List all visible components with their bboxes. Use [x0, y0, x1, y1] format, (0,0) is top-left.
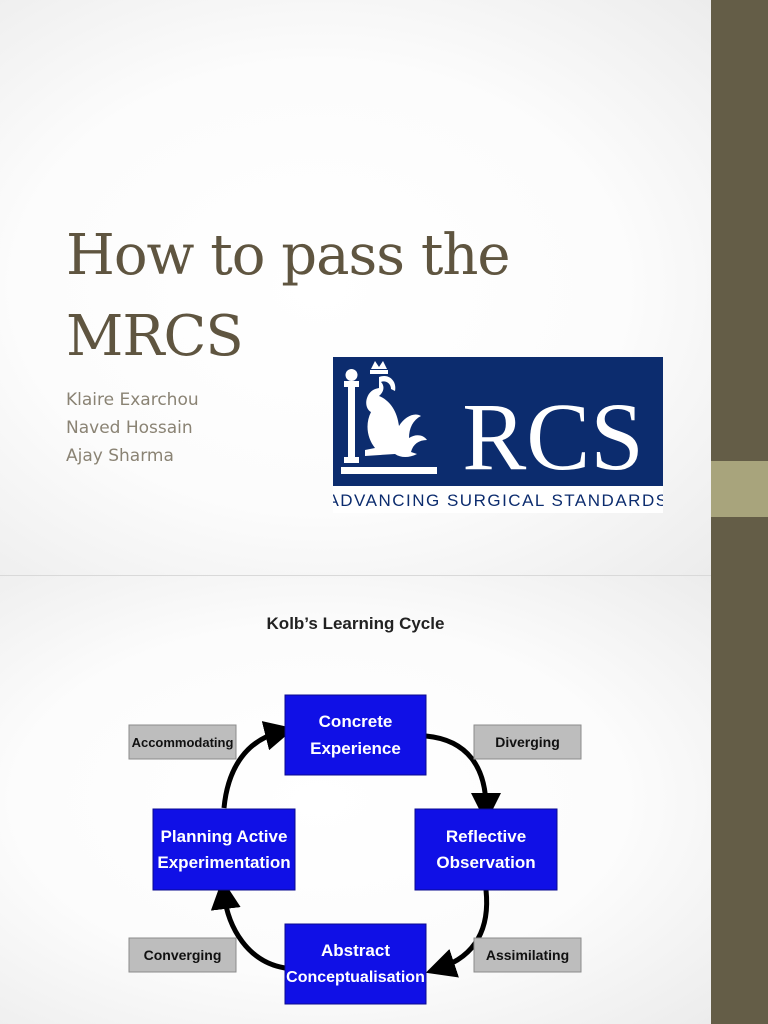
rcs-logo: RCS ADVANCING SURGICAL STANDARDS [333, 357, 663, 513]
title-slide: How to pass the MRCS Klaire Exarchou Nav… [0, 0, 711, 575]
style-assimilating: Assimilating [473, 937, 582, 973]
svg-text:Observation: Observation [436, 853, 535, 872]
stage-concrete-experience: Concrete Experience [284, 694, 427, 776]
kolb-cycle-diagram: Concrete Experience Reflective Observati… [128, 694, 582, 1005]
stage-planning-active-experimentation: Planning Active Experimentation [152, 808, 296, 891]
svg-text:Accommodating: Accommodating [132, 735, 234, 750]
svg-text:Diverging: Diverging [495, 734, 560, 750]
svg-text:Concrete: Concrete [319, 712, 393, 731]
cycle-arrow [221, 721, 295, 809]
author-name: Naved Hossain [66, 418, 193, 438]
style-accommodating: Accommodating [128, 724, 237, 760]
svg-text:Converging: Converging [144, 947, 222, 963]
svg-text:Experience: Experience [310, 739, 401, 758]
svg-text:Conceptualisation: Conceptualisation [286, 969, 425, 986]
slide-divider [0, 575, 711, 576]
slide-title: How to pass the MRCS [66, 223, 511, 369]
theme-sidebar-accent [711, 461, 768, 517]
kolb-slide: Kolb’s Learning Cycle Concrete Experienc… [0, 576, 711, 1024]
svg-text:Assimilating: Assimilating [486, 947, 569, 963]
author-name: Klaire Exarchou [66, 390, 199, 410]
svg-text:Abstract: Abstract [321, 941, 390, 960]
author-name: Ajay Sharma [66, 446, 174, 466]
eagle-crest-icon [341, 361, 437, 474]
svg-text:Experimentation: Experimentation [157, 853, 290, 872]
diagram-title: Kolb’s Learning Cycle [266, 614, 445, 633]
author-list: Klaire Exarchou Naved Hossain Ajay Sharm… [66, 386, 199, 470]
stage-reflective-observation: Reflective Observation [414, 808, 558, 891]
stage-abstract-conceptualisation: Abstract Conceptualisation [284, 923, 427, 1005]
logo-tagline: ADVANCING SURGICAL STANDARDS [333, 491, 663, 510]
cycle-arrow [210, 879, 286, 971]
style-converging: Converging [128, 937, 237, 973]
svg-text:Reflective: Reflective [446, 827, 526, 846]
cycle-arrow [425, 733, 501, 823]
svg-text:Planning Active: Planning Active [161, 827, 288, 846]
style-diverging: Diverging [473, 724, 582, 760]
logo-text: RCS [462, 383, 643, 490]
